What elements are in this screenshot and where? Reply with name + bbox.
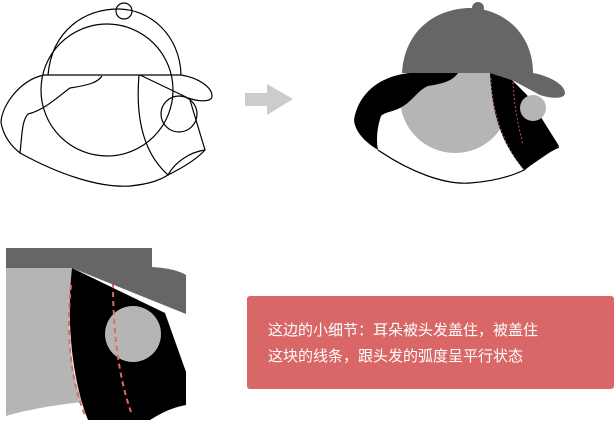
cap-knob — [472, 2, 484, 14]
hair-left-outline — [0, 74, 103, 155]
hair-right-outline — [137, 74, 206, 176]
detail-cap — [6, 248, 186, 314]
cap-dome — [402, 8, 533, 73]
arrow-right-icon — [245, 84, 293, 115]
detail-zoom — [6, 248, 186, 420]
note-line-1: 这边的小细节：耳朵被头发盖住，被盖住 — [268, 321, 539, 339]
ear-dash-line — [512, 81, 524, 146]
brim-outline — [139, 74, 213, 102]
cap-dome-outline — [47, 8, 182, 76]
jaw-outline — [19, 152, 169, 187]
detail-face — [6, 268, 82, 416]
line-sketch — [0, 2, 213, 187]
detail-ear — [105, 306, 161, 362]
head-outline — [40, 23, 174, 157]
detail-hair-dash — [67, 284, 86, 416]
jaw-right-outline — [167, 149, 206, 176]
annotation-note: 这边的小细节：耳朵被头发盖住，被盖住 这块的线条，跟头发的弧度呈平行状态 — [247, 296, 614, 389]
ear — [520, 95, 546, 121]
ear-outline — [160, 95, 198, 133]
cap-brim — [490, 73, 565, 98]
detail-ear-dash — [112, 282, 132, 413]
jaw-line — [377, 146, 560, 184]
hair-right — [490, 73, 559, 170]
colored-illustration — [354, 2, 565, 184]
note-line-2: 这块的线条，跟头发的弧度呈平行状态 — [268, 347, 524, 365]
hair-dash-line — [490, 77, 521, 166]
cap-knob-outline — [115, 2, 133, 20]
hair-left — [354, 73, 458, 150]
